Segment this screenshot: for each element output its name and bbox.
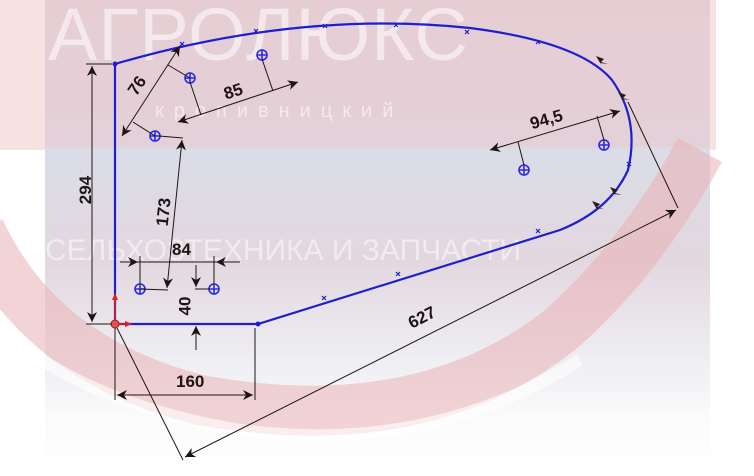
spline-points [179,22,632,301]
hole-icon [518,164,530,176]
dim-line-627[interactable] [116,101,679,461]
profile-outline[interactable] [113,22,633,326]
dim-label-173[interactable]: 173 [152,196,175,228]
hole-icon [208,283,220,295]
hole-icon [256,49,268,61]
vertex-top-left [112,61,118,67]
dim-line-40[interactable] [191,265,210,350]
dim-line-94-5[interactable] [489,109,621,166]
hole-icon [598,139,610,151]
background-left-tint [0,0,45,150]
dim-line-173[interactable] [139,135,186,291]
tangent-handles [592,56,630,211]
background-right-strip [710,0,716,150]
dim-label-84[interactable]: 84 [172,240,191,259]
vertex-bottom [255,321,261,327]
dim-line-76[interactable] [121,45,191,137]
dim-label-160[interactable]: 160 [176,372,205,391]
background-left-band [0,150,45,168]
dim-label-40[interactable]: 40 [175,296,195,316]
dim-line-294[interactable] [86,63,112,325]
dim-line-84[interactable] [120,256,240,284]
holes[interactable] [134,49,610,295]
dim-label-294[interactable]: 294 [76,175,96,205]
dim-line-85[interactable] [177,58,299,124]
